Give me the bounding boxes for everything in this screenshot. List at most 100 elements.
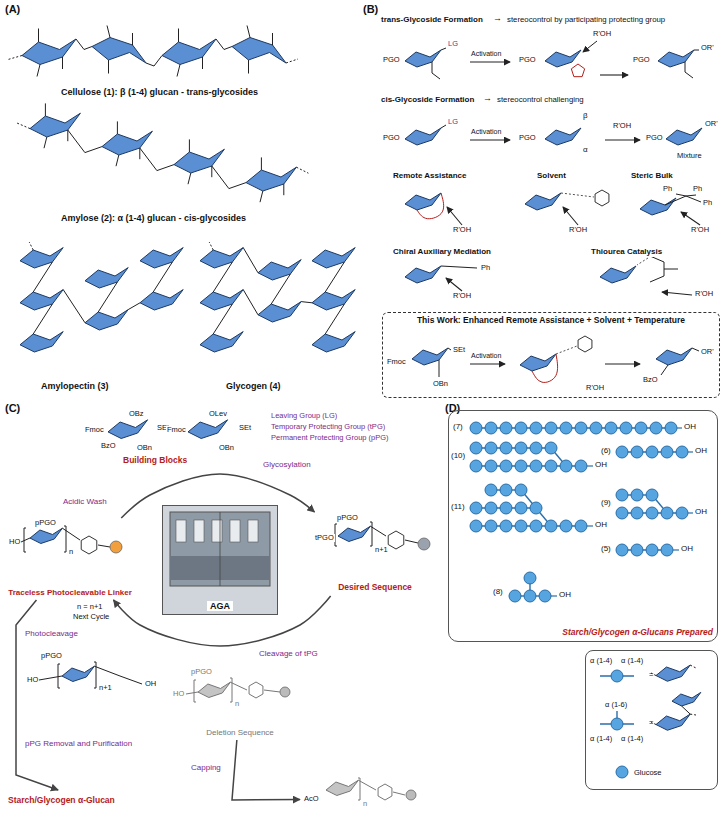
annotation: Fmoc (386, 358, 407, 366)
glucose-unit (676, 446, 688, 458)
bond (283, 184, 284, 195)
sugar-ring (30, 113, 80, 137)
annotation: Ph (702, 199, 713, 207)
glucose-unit (631, 489, 643, 501)
sugar-ring (232, 38, 286, 64)
step-label: Capping (190, 764, 222, 773)
sugar-ring (140, 248, 183, 268)
sugar-ring (672, 692, 701, 706)
annotation: PGO (382, 134, 401, 142)
sugar-ring (656, 348, 692, 365)
annotation: (10) (450, 452, 466, 461)
benzene-ring (388, 531, 404, 549)
instrument-frame (170, 512, 270, 586)
node-text: Starch/Glycogen α-Glucans Prepared (562, 628, 713, 638)
legend-text: α (1-4) (621, 735, 643, 743)
sugar-ring (658, 50, 694, 67)
bond (58, 664, 60, 688)
reaction-arrow (470, 61, 510, 62)
bond (650, 256, 664, 282)
bond (694, 50, 699, 51)
glucose-unit (470, 442, 482, 454)
bond (8, 56, 22, 60)
annotation: (5) (600, 545, 612, 554)
bond (230, 682, 247, 690)
glucose-unit (524, 572, 536, 584)
bond (67, 130, 68, 141)
bond (63, 290, 85, 323)
bond (393, 792, 405, 795)
annotation: OH (594, 461, 608, 470)
sugar-ring (405, 50, 441, 67)
bond (247, 26, 250, 38)
sugar-ring (200, 248, 243, 268)
sugar-ring (174, 149, 224, 173)
glycosidic-bond (622, 549, 667, 550)
reagent-bottle (176, 520, 186, 542)
annotation: HO (8, 538, 21, 546)
annotation: PGO (645, 134, 664, 142)
reaction-arrow (681, 212, 700, 225)
bond (132, 33, 133, 45)
bond (146, 56, 162, 67)
annotation: Fmoc (166, 426, 187, 434)
annotation: OH (144, 680, 157, 688)
annotation: Ph (480, 264, 491, 272)
bond (62, 57, 63, 69)
legend-text: Glucose (634, 769, 662, 777)
reagent-bottle (248, 520, 258, 542)
sugar-ring (338, 526, 370, 541)
resin-bead (406, 790, 416, 800)
annotation: R'OH (690, 226, 710, 234)
sugar-ring (22, 39, 76, 65)
node-text: AGA (207, 601, 233, 611)
glucose-unit (545, 460, 557, 472)
sugar-ring (412, 348, 448, 365)
reagent-bottle (194, 520, 204, 542)
sugar-ring (20, 332, 63, 352)
glucose-unit (470, 460, 482, 472)
glucose-unit (661, 507, 673, 519)
instrument-rail (220, 512, 221, 586)
glucose-unit (530, 460, 542, 472)
annotation: OH (694, 447, 708, 456)
reaction-arrow (600, 74, 628, 75)
node-text: This Work: Enhanced Remote Assistance + … (417, 316, 685, 326)
bond (271, 274, 290, 304)
bond (128, 303, 140, 310)
bond (432, 62, 440, 79)
annotation: pPGO (336, 514, 359, 522)
annotation: Ph (662, 185, 673, 193)
bond (587, 465, 593, 466)
annotation: (9) (600, 499, 612, 508)
bond (439, 360, 440, 377)
glucose-unit (646, 507, 658, 519)
sugar-ring (198, 682, 230, 697)
annotation: Leaving Group (LG) (270, 412, 338, 420)
bond (661, 365, 668, 375)
bond (230, 678, 232, 702)
annotation: cis-Glycoside Formation (380, 96, 475, 105)
annotation: β (582, 112, 589, 121)
annotation: HO (26, 676, 39, 684)
attack-arrow (583, 41, 597, 52)
bond (16, 123, 30, 129)
sugar-ring (405, 193, 441, 210)
annotation: OH (594, 521, 608, 530)
structure-group: Deletion Sequence (165, 662, 315, 740)
bond (37, 65, 40, 77)
bond (108, 60, 109, 74)
bond (98, 282, 117, 312)
annotation: Cellulose (1): β (1-4) glucan - trans-gl… (60, 88, 259, 98)
annotation: n+1 (374, 546, 389, 554)
annotation: Chiral Auxiliary Mediation (392, 248, 492, 257)
node-text: Desired Sequence (338, 583, 412, 593)
annotation: OLev (208, 410, 228, 418)
annotation: R'OH (452, 292, 472, 300)
node-text: AcO (304, 795, 319, 804)
glucose-unit (530, 422, 542, 434)
bond (370, 526, 386, 536)
glucose-unit (515, 460, 527, 472)
annotation: OR' (704, 120, 719, 128)
annotation: R'OH (612, 122, 632, 130)
